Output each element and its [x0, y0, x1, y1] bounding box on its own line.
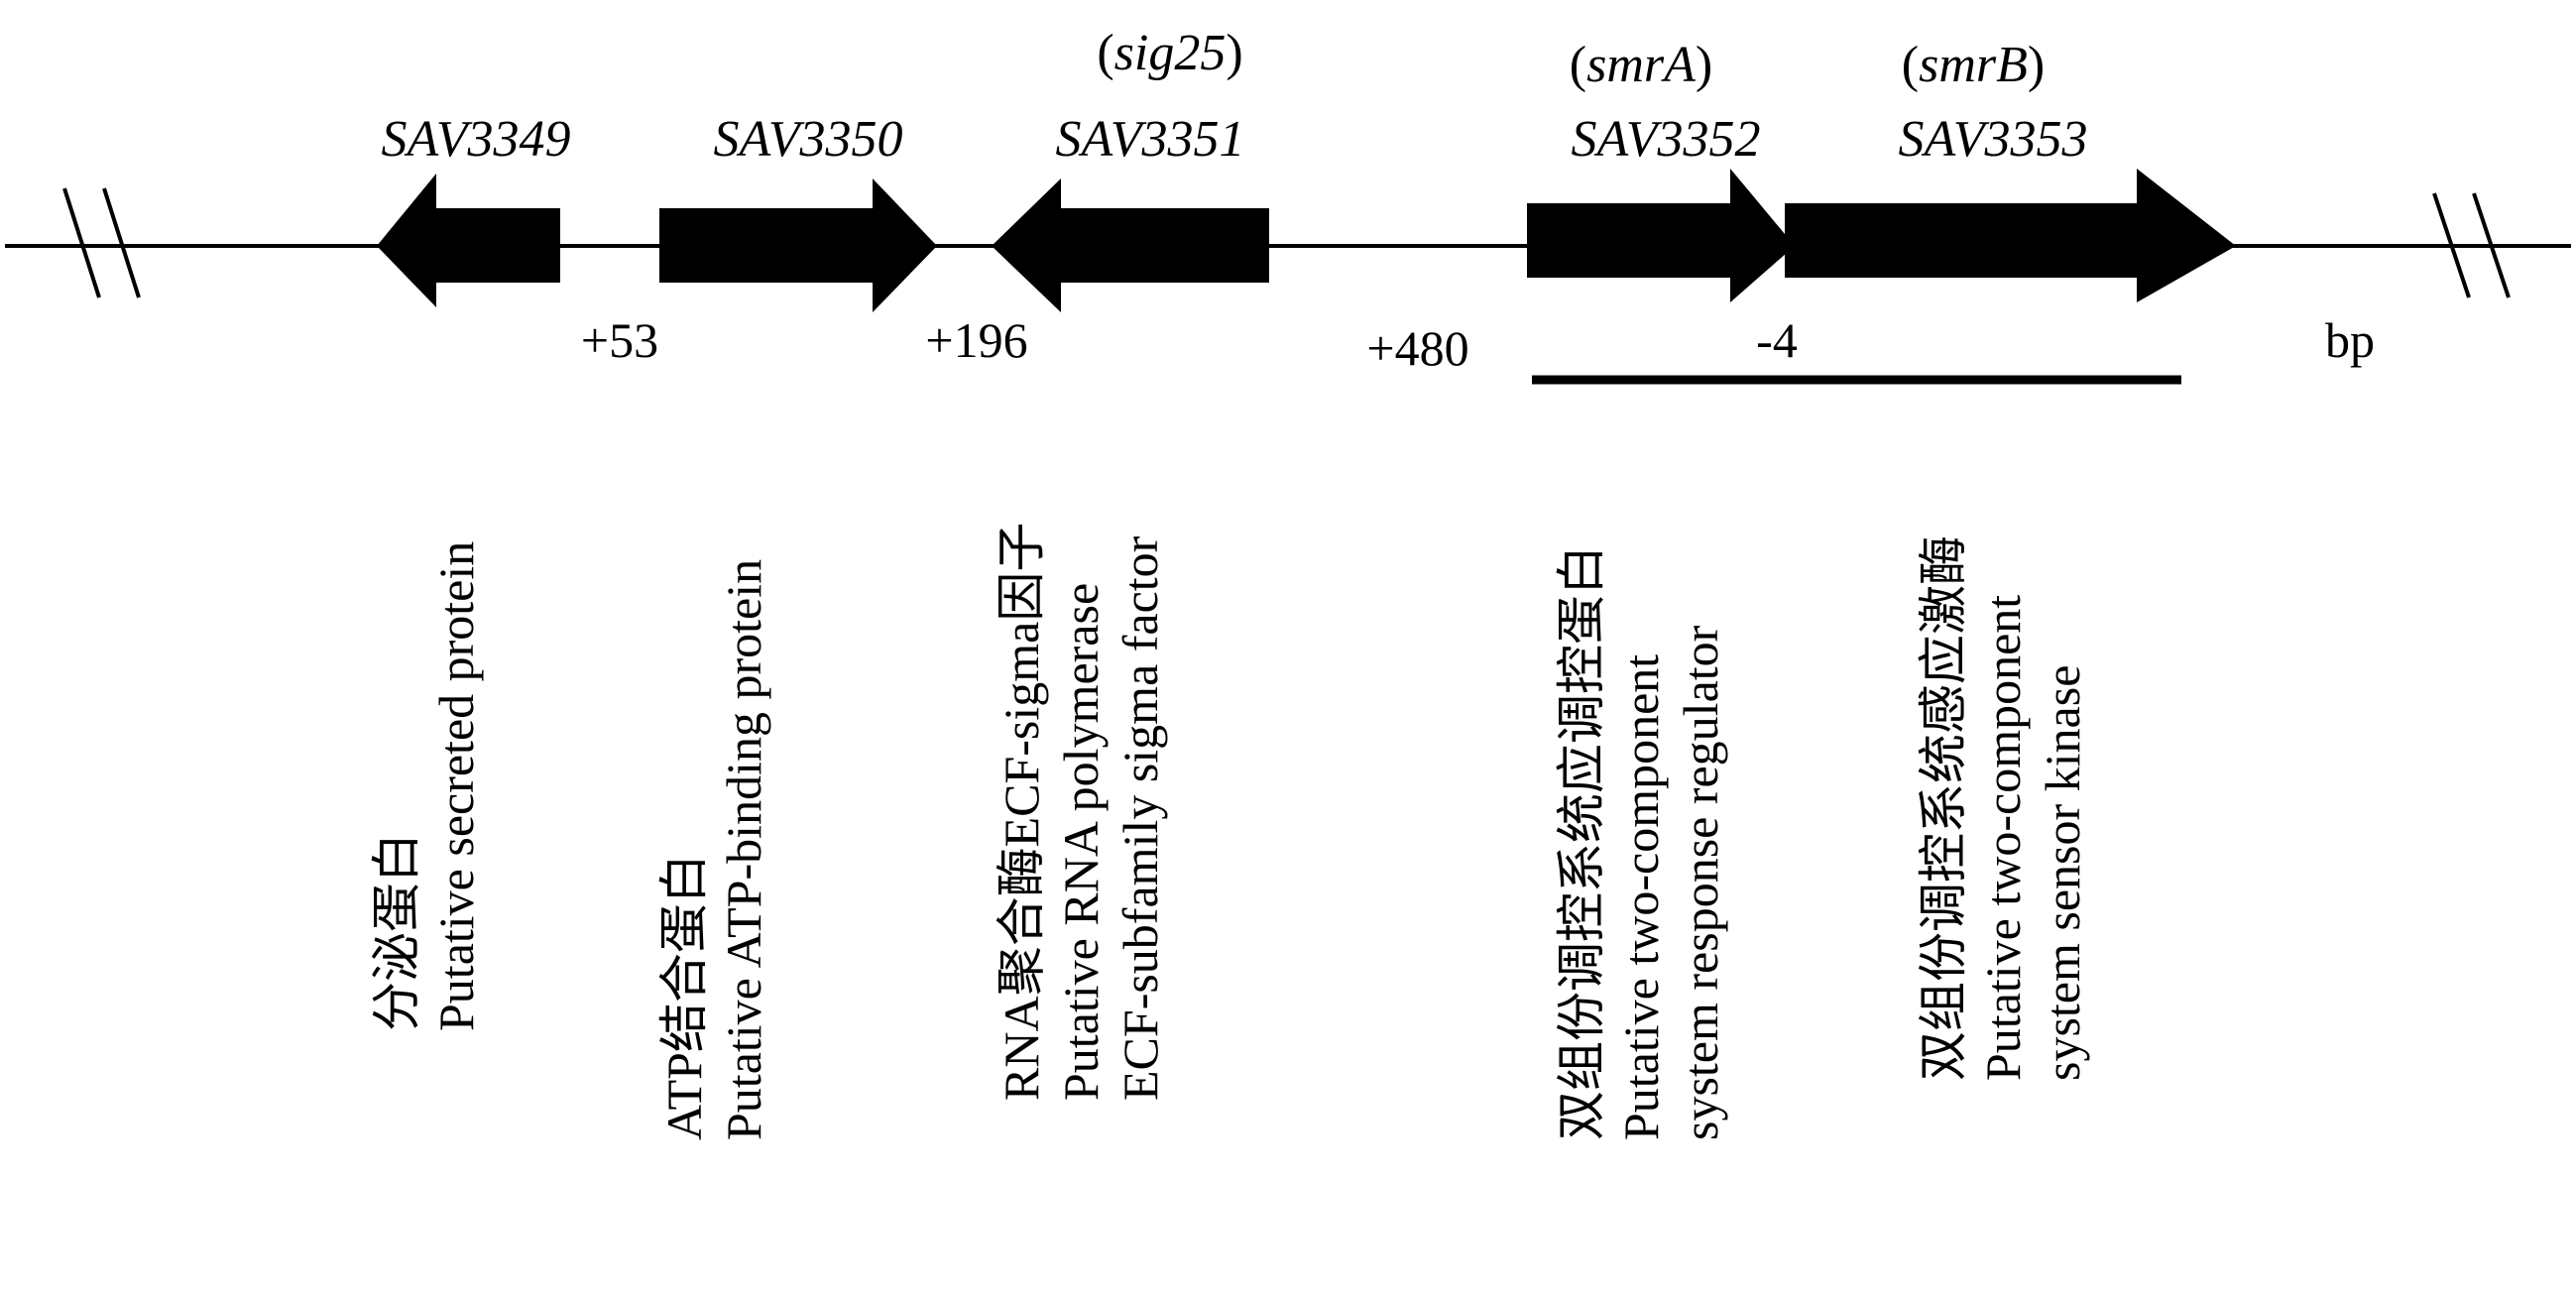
gene-name-sav3351: SAV3351 [1055, 111, 1245, 168]
gene-alias-sav3353: (smrB) [1901, 37, 2046, 93]
gene-name-sav3352: SAV3352 [1571, 111, 1761, 168]
gene-function-label-sav3351: RNA聚合酶ECF-sigma因子 Putative RNA polymeras… [994, 522, 1168, 1101]
gene-function-label-sav3352: 双组份调控系统应调控蛋白 Putative two-component syst… [1554, 545, 1728, 1140]
gene-arrow-sav3352 [1527, 169, 1795, 302]
gene-arrow-sav3349 [377, 174, 560, 307]
gene-name-sav3353: SAV3353 [1898, 111, 2088, 168]
gene-function-label-sav3350: ATP结合蛋白 Putative ATP-binding protein [656, 558, 771, 1140]
unit-label: bp [2325, 312, 2375, 368]
break-mark-right [2432, 192, 2511, 298]
gene-alias-sav3351: (sig25) [1097, 25, 1243, 81]
gene-function-label-sav3353: 双组份调控系统感应激酶 Putative two-component syste… [1916, 535, 2090, 1081]
gene-arrow-sav3351 [992, 178, 1269, 312]
gene-name-sav3349: SAV3349 [381, 111, 571, 168]
gene-arrow-sav3350 [659, 178, 937, 312]
gene-arrow-sav3353 [1785, 169, 2236, 302]
gene-name-sav3350: SAV3350 [713, 111, 903, 168]
intergenic-distance: +196 [925, 312, 1028, 368]
intergenic-distance: +480 [1366, 320, 1469, 376]
intergenic-distance: +53 [580, 312, 659, 368]
gene-function-label-sav3349: 分泌蛋白 Putative secreted protein [369, 540, 484, 1031]
gene-alias-sav3352: (smrA) [1569, 37, 1713, 93]
break-mark-left [62, 187, 141, 298]
intergenic-distance: -4 [1756, 312, 1798, 368]
